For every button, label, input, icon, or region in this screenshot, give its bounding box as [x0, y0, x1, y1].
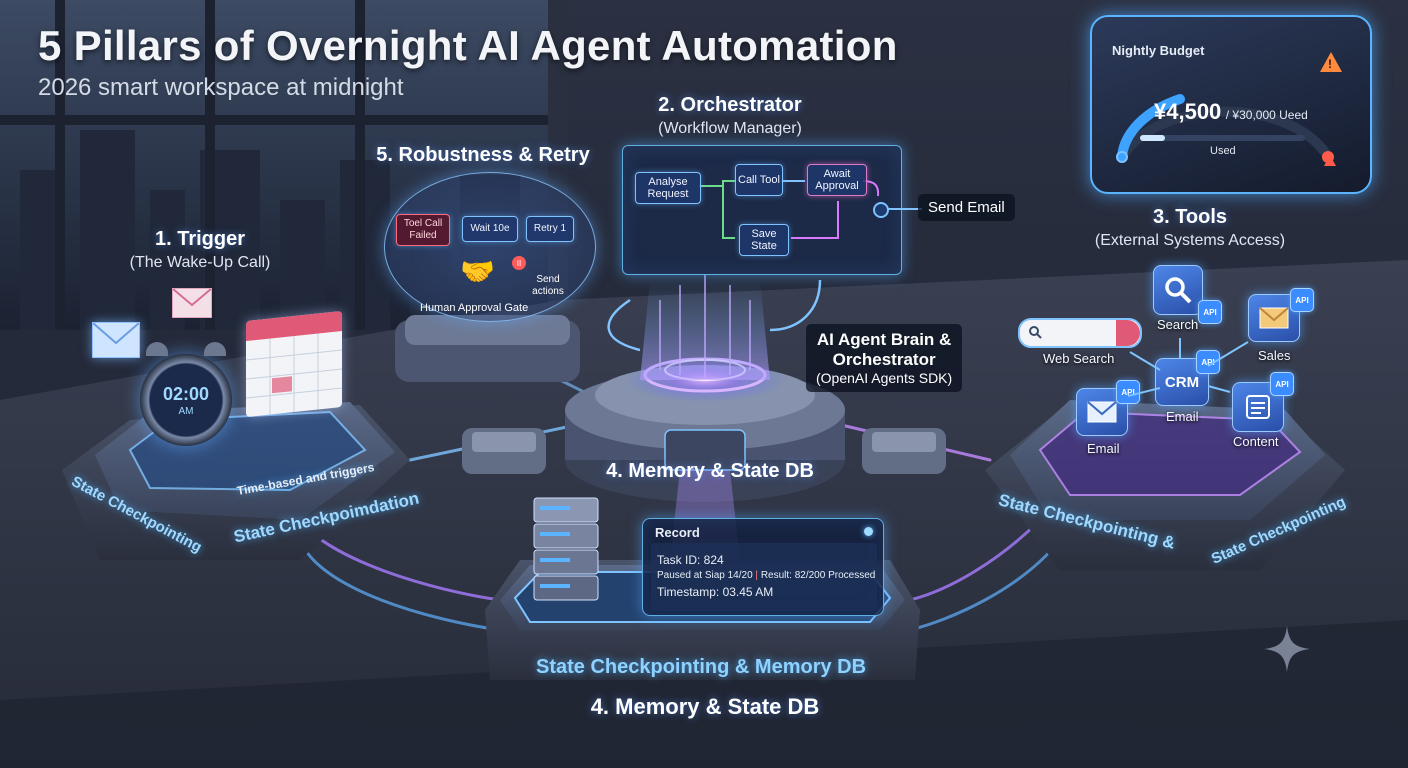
record-task: Task ID: 824	[657, 553, 724, 567]
budget-panel: Nightly Budget ! ¥4,500 / ¥30,000 Ueed U…	[1090, 15, 1372, 194]
record-paused: Paused at Siap 14/20	[657, 570, 753, 581]
web-search-bar	[1018, 318, 1142, 348]
sales-tool-icon	[1248, 294, 1300, 342]
brain-label-line1: AI Agent Brain &	[816, 330, 952, 349]
budget-used-label: Used	[1210, 145, 1236, 157]
warning-icon	[1320, 52, 1342, 72]
brain-label-line2: Orchestrator	[832, 350, 936, 369]
page-subtitle: 2026 smart workspace at midnight	[38, 74, 404, 101]
tool-label-content: Content	[1233, 434, 1279, 449]
api-badge-sales: API	[1290, 288, 1314, 312]
crm-label: CRM	[1164, 373, 1200, 391]
memory-platform-text: State Checkpointing & Memory DB	[536, 656, 867, 678]
orchestrator-subtitle: (Workflow Manager)	[658, 120, 802, 137]
tool-label-search: Search	[1157, 317, 1199, 332]
trigger-title: 1. Trigger	[154, 228, 246, 250]
retry-node-retry: Retry 1	[526, 216, 574, 242]
retry-title: 5. Robustness & Retry	[376, 144, 590, 166]
api-badge-search: API	[1198, 300, 1222, 324]
budget-title: Nightly Budget	[1112, 43, 1205, 58]
budget-amount: ¥4,500	[1154, 99, 1222, 124]
workflow-arrows	[699, 180, 889, 239]
pause-icon: II	[512, 256, 526, 270]
tools-title: 3. Tools	[1152, 206, 1228, 228]
tools-subtitle: (External Systems Access)	[1094, 232, 1286, 249]
budget-progress-fill	[1140, 135, 1165, 141]
page-title: 5 Pillars of Overnight AI Agent Automati…	[38, 22, 898, 69]
budget-limit: / ¥30,000 Ueed	[1225, 108, 1308, 122]
send-actions-label: Send actions	[532, 274, 564, 297]
retry-node-wait: Wait 10e	[462, 216, 518, 242]
search-tool-icon	[1153, 265, 1203, 315]
envelope-icon	[1087, 401, 1117, 423]
handshake-icon: 🤝	[460, 256, 495, 287]
budget-progress-track	[1140, 135, 1305, 141]
send-email-label: Send Email	[918, 194, 1015, 221]
brain-label-line3: (OpenAI Agents SDK)	[816, 370, 953, 386]
workflow-node-save-state: Save State	[739, 224, 789, 256]
tool-label-web-search: Web Search	[1043, 351, 1115, 366]
record-result: Result: 82/200 Processed	[760, 570, 876, 581]
api-badge-email: API	[1116, 380, 1140, 404]
tool-label-email-center: Email	[1166, 409, 1199, 424]
memory-title-center: 4. Memory & State DB	[606, 460, 814, 482]
clock-time: 02:00	[162, 384, 210, 404]
api-badge-content: API	[1270, 372, 1294, 396]
calendar-icon	[246, 310, 342, 418]
search-icon	[1029, 326, 1042, 339]
brain-label: AI Agent Brain & Orchestrator (OpenAI Ag…	[806, 324, 963, 392]
human-approval-gate-label: Human Approval Gate	[420, 302, 529, 314]
retry-bubble	[384, 172, 596, 322]
memory-title-bottom: 4. Memory & State DB	[590, 694, 820, 719]
envelope-icon	[172, 288, 212, 318]
record-card: Record Task ID: 824 Paused at Siap 14/20…	[642, 518, 884, 616]
tool-connectors	[1127, 338, 1249, 397]
retry-node-failed: Toel Call Failed	[396, 214, 450, 246]
workflow-node-analyse: Analyse Request	[635, 172, 701, 204]
orchestrator-title: 2. Orchestrator	[658, 94, 802, 116]
envelope-icon	[92, 322, 140, 358]
record-timestamp: Timestamp: 03.45 AM	[657, 585, 774, 599]
trigger-subtitle: (The Wake-Up Call)	[129, 254, 271, 271]
workflow-panel: Analyse Request Call Tool Await Approval…	[622, 145, 902, 275]
tool-label-email: Email	[1087, 441, 1120, 456]
tool-label-sales: Sales	[1258, 348, 1291, 363]
record-header: Record	[655, 525, 700, 540]
workflow-node-call-tool: Call Tool	[735, 164, 783, 196]
search-icon	[1165, 277, 1192, 304]
sparkle-icon	[1264, 626, 1310, 672]
alarm-clock-icon: 02:00 AM	[140, 354, 232, 446]
warning-icon	[1324, 155, 1336, 166]
workflow-node-await-approval: Await Approval	[807, 164, 867, 196]
clock-am: AM	[178, 406, 194, 417]
database-icon	[524, 494, 614, 622]
